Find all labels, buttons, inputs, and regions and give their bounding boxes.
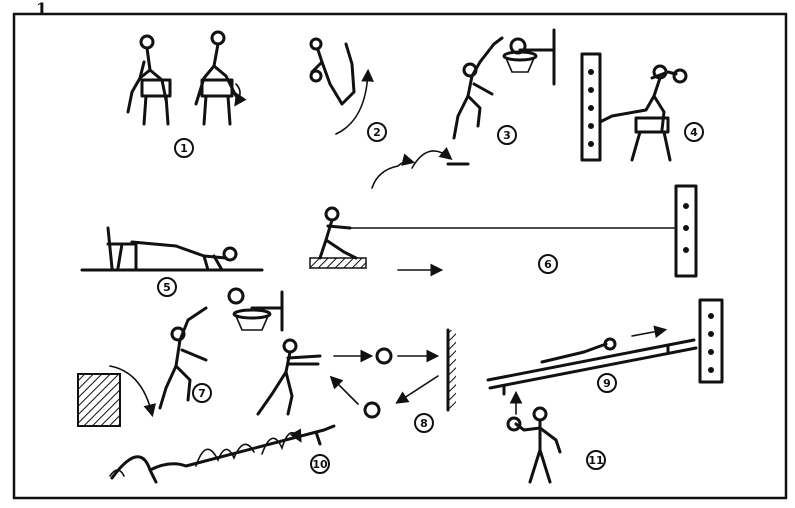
exercise-6-number: 6 [544, 258, 552, 271]
exercise-7-number: 7 [198, 387, 206, 400]
exercise-8-number: 8 [420, 417, 428, 430]
exercise-4-badge: 4 [685, 123, 703, 141]
exercise-1-figures [128, 32, 242, 124]
exercise-11-figure [508, 394, 560, 482]
corner-mark: 1 [36, 0, 47, 18]
exercise-6-badge: 6 [539, 255, 557, 273]
outer-frame [14, 14, 786, 498]
exercise-5-badge: 5 [158, 278, 176, 296]
exercise-8-badge: 8 [415, 414, 433, 432]
exercise-1-number: 1 [180, 142, 188, 155]
exercise-8-figure [258, 330, 456, 417]
exercise-4-number: 4 [690, 126, 698, 139]
exercise-6-figure [310, 186, 696, 276]
exercise-2-figure [311, 39, 368, 134]
exercise-10-figure [110, 426, 334, 482]
exercise-3-figure [372, 30, 554, 188]
exercise-1-badge: 1 [175, 139, 193, 157]
exercise-3-number: 3 [503, 129, 511, 142]
exercise-11-badge: 11 [587, 451, 605, 469]
exercise-10-badge: 10 [311, 455, 329, 473]
exercise-2-badge: 2 [368, 123, 386, 141]
exercise-4-figure [582, 54, 686, 160]
exercise-7-figure [78, 289, 282, 426]
exercise-10-number: 10 [312, 458, 328, 471]
exercise-7-badge: 7 [193, 384, 211, 402]
exercise-11-number: 11 [588, 454, 603, 467]
exercise-5-figure [82, 228, 262, 270]
exercise-5-number: 5 [163, 281, 171, 294]
exercise-2-number: 2 [373, 126, 381, 139]
exercise-9-number: 9 [603, 377, 611, 390]
exercise-3-badge: 3 [498, 126, 516, 144]
exercise-9-badge: 9 [598, 374, 616, 392]
